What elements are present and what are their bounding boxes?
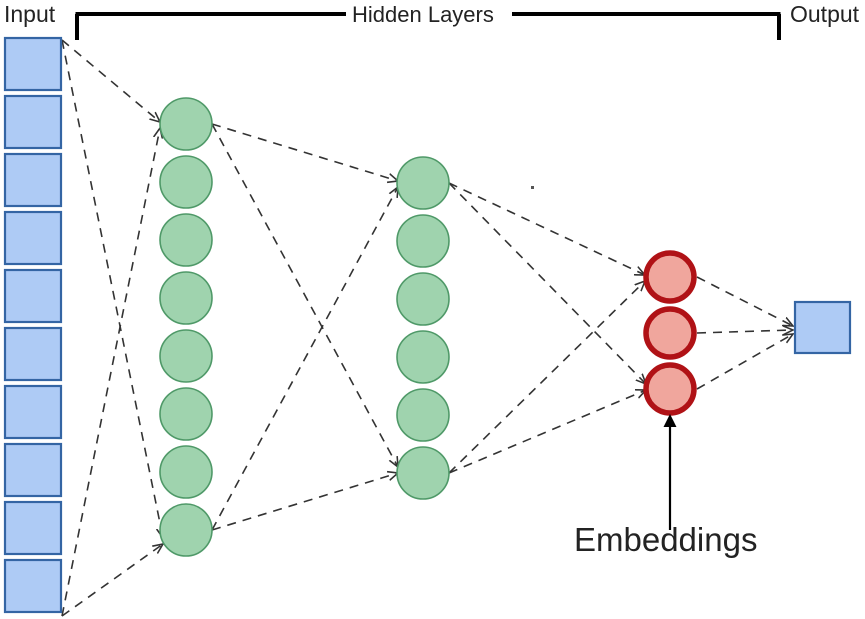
input-node [3,152,63,208]
stray-mark [531,186,534,189]
input-node [3,268,63,324]
connection-line [61,544,163,617]
hidden-node [396,156,450,210]
input-node [3,94,63,150]
connection-line [211,123,398,467]
input-node [3,384,63,440]
connection-line [696,330,793,333]
artifact-dot [531,186,534,189]
input-node [3,442,63,498]
connection-line [696,276,793,326]
hidden-node [396,446,450,500]
input-node [3,500,63,556]
embedding-node [643,306,697,360]
hidden-node [396,272,450,326]
embedding-node [643,362,697,416]
hidden-node [159,213,213,267]
hidden-layers-label: Hidden Layers [349,4,497,26]
hidden-node [396,388,450,442]
connection-line [211,187,398,531]
hidden-node [159,503,213,557]
connection-line [211,473,398,531]
connection-line [61,39,160,122]
connection-line [448,182,645,275]
output-layer-label: Output [790,1,860,27]
connection-line [448,390,646,474]
hidden-node [159,445,213,499]
connection-line [211,123,398,181]
hidden-node [396,330,450,384]
input-node [3,558,63,614]
output-node [793,300,852,355]
embeddings-label: Embeddings [574,521,758,558]
connection-lines [61,39,793,617]
connection-line [696,334,793,390]
hidden-node [159,155,213,209]
network-nodes [3,36,852,614]
hidden-node [159,271,213,325]
hidden-node [159,329,213,383]
hidden-layers-bracket [75,12,781,40]
connection-line [448,182,646,384]
input-node [3,36,63,92]
connection-line [448,281,645,474]
input-layer-label: Input [4,1,56,27]
hidden-node [159,387,213,441]
embedding-node [643,250,697,304]
hidden-node [396,214,450,268]
input-node [3,210,63,266]
connection-line [61,39,163,538]
input-node [3,326,63,382]
connection-line [61,128,160,617]
hidden-node [159,97,213,151]
